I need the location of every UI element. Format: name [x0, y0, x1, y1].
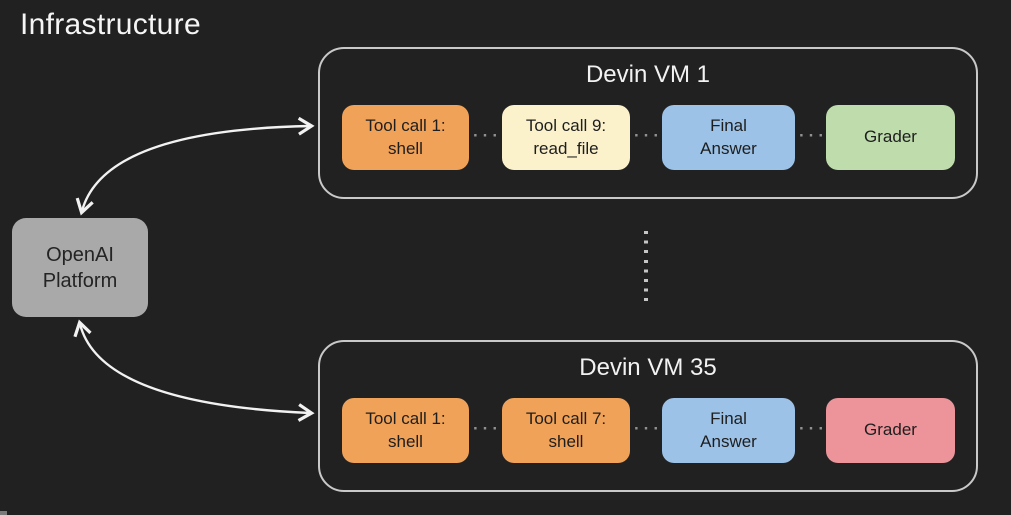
vm35-step-grader: Grader: [826, 398, 955, 463]
vm35-step-final-answer: Final Answer: [662, 398, 795, 463]
ellipsis-horizontal: ···: [473, 126, 502, 145]
step-label: Grader: [864, 127, 917, 147]
vm35-container: Devin VM 35 Tool call 1: shell ··· Tool …: [318, 340, 978, 492]
ellipsis-horizontal: ···: [634, 126, 663, 145]
step-label: Final Answer: [700, 409, 757, 451]
ellipsis-horizontal: ···: [634, 419, 663, 438]
step-label: Final Answer: [700, 116, 757, 158]
bottom-left-artifact: [0, 511, 7, 515]
openai-platform-label: OpenAI Platform: [42, 243, 118, 292]
ellipsis-horizontal: ···: [473, 419, 502, 438]
diagram-title: Infrastructure: [20, 8, 201, 41]
step-label: Tool call 7: shell: [525, 409, 607, 451]
step-label: Tool call 1: shell: [365, 116, 446, 158]
arrow-platform-vm35: [73, 319, 315, 422]
vm35-step-tool-call-7: Tool call 7: shell: [502, 398, 630, 463]
arrow-platform-vm1: [75, 116, 315, 216]
step-label: Tool call 1: shell: [365, 409, 446, 451]
vm35-title: Devin VM 35: [579, 354, 717, 381]
vm1-step-final-answer: Final Answer: [662, 105, 795, 170]
vm1-container: Devin VM 1 Tool call 1: shell ··· Tool c…: [318, 47, 978, 199]
vm1-step-tool-call-9: Tool call 9: read_file: [502, 105, 630, 170]
vm1-step-grader: Grader: [826, 105, 955, 170]
ellipsis-vertical: [644, 231, 648, 305]
vm1-step-tool-call-1: Tool call 1: shell: [342, 105, 469, 170]
step-label: Tool call 9: read_file: [525, 116, 607, 158]
vm35-step-tool-call-1: Tool call 1: shell: [342, 398, 469, 463]
ellipsis-horizontal: ···: [799, 126, 828, 145]
openai-platform-node: OpenAI Platform: [12, 218, 148, 317]
step-label: Grader: [864, 420, 917, 440]
ellipsis-horizontal: ···: [799, 419, 828, 438]
vm1-title: Devin VM 1: [585, 61, 711, 88]
